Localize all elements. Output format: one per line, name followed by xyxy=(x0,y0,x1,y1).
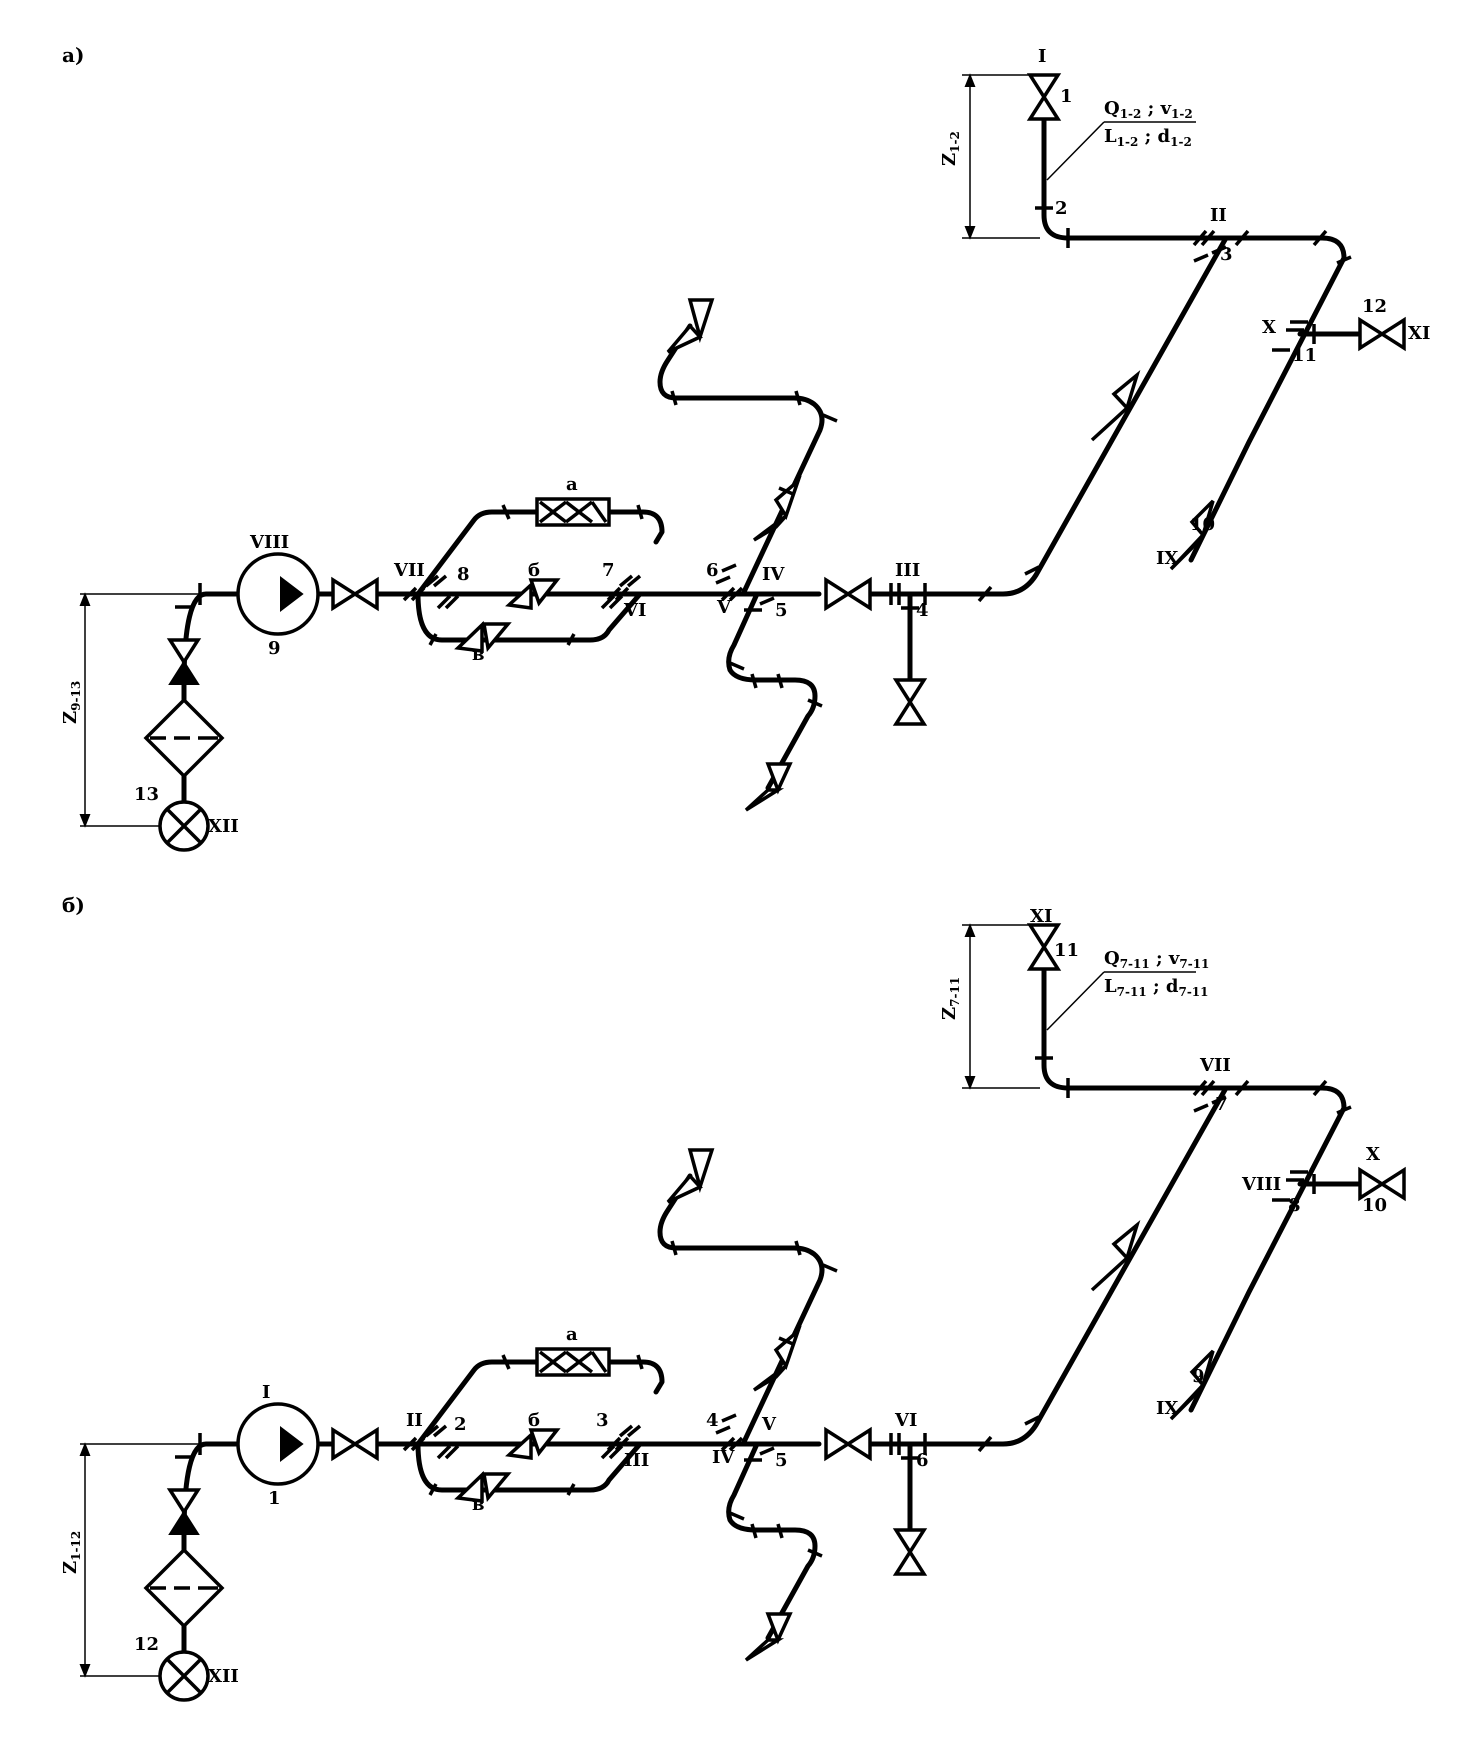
num-pump: 9 xyxy=(268,638,281,659)
num-right-tee: 8 xyxy=(1288,1195,1301,1216)
num-bypass-r: 7 xyxy=(602,560,615,581)
label-top: I xyxy=(1038,46,1046,67)
label-right-tee: VIII xyxy=(1241,1174,1281,1195)
diagram-a: а) I 1 Z1-2 Q1-2 ; v1-2 L1-2 ; d1-2 2 II… xyxy=(60,43,1430,850)
num-bypass-l: 2 xyxy=(454,1414,467,1435)
label-pump: VIII xyxy=(249,532,289,553)
num-term: 10 xyxy=(1190,514,1215,535)
num-bend: 2 xyxy=(1055,198,1068,219)
num-top: 1 xyxy=(1060,86,1073,107)
diagram-letter: б) xyxy=(62,893,85,917)
num-bypass-l: 8 xyxy=(457,564,470,585)
label-r1: II xyxy=(1210,205,1227,226)
num-term: 9 xyxy=(1192,1366,1205,1387)
num-j6: 6 xyxy=(706,560,719,581)
label-bypass-l: II xyxy=(406,1410,423,1431)
label-top: XI xyxy=(1030,906,1052,927)
label-a: а xyxy=(566,1324,578,1345)
label-source: XII xyxy=(208,1666,239,1687)
num-j4: 4 xyxy=(916,600,929,621)
num-source: 12 xyxy=(134,1634,159,1655)
z-bot-letter: Z xyxy=(60,711,81,724)
label-b: б xyxy=(528,1410,540,1431)
label-right-tee: X xyxy=(1262,317,1276,338)
label-bypass-r: III xyxy=(624,1450,649,1471)
num-right-valve: 12 xyxy=(1362,296,1387,317)
label-b: б xyxy=(528,560,540,581)
z-top-sub: 7-11 xyxy=(948,977,962,1007)
z-bot-sub: 1-12 xyxy=(69,1531,83,1561)
scheme-graphic xyxy=(80,75,1404,850)
annotation-line1: Q1-2 ; v1-2 xyxy=(1104,98,1193,121)
num-top: 11 xyxy=(1054,940,1079,961)
label-term: IX xyxy=(1156,548,1178,569)
label-j5: IV xyxy=(762,564,785,585)
z-bot-letter: Z xyxy=(60,1561,81,1574)
label-pump: I xyxy=(262,1382,270,1403)
z-bot-label: Z9-13 xyxy=(60,681,83,724)
z-top-letter: Z xyxy=(939,1007,960,1020)
label-source: XII xyxy=(208,816,239,837)
z-bot-sub: 9-13 xyxy=(69,681,83,711)
z-top-sub: 1-2 xyxy=(948,131,962,153)
annotation-line2: L1-2 ; d1-2 xyxy=(1104,126,1192,149)
num-source: 13 xyxy=(134,784,159,805)
label-r1: VII xyxy=(1199,1055,1231,1076)
z-top-label: Z1-2 xyxy=(939,131,962,166)
z-top-label: Z7-11 xyxy=(939,977,962,1020)
num-r1: 7 xyxy=(1215,1094,1228,1115)
annotation-line2: L7-11 ; d7-11 xyxy=(1104,976,1209,999)
diagram-b: б) XI 11 Z7-11 Q7-11 ; v7-11 L7-11 ; d7-… xyxy=(60,893,1404,1700)
num-j4: 6 xyxy=(916,1450,929,1471)
label-v: в xyxy=(472,1494,485,1515)
label-bypass-r: VI xyxy=(623,600,646,621)
num-pump: 1 xyxy=(268,1488,281,1509)
num-r1: 3 xyxy=(1220,244,1233,265)
label-j4: III xyxy=(895,560,920,581)
num-j5: 5 xyxy=(775,1450,788,1471)
label-v: в xyxy=(472,644,485,665)
scheme-graphic xyxy=(80,925,1404,1700)
num-j5: 5 xyxy=(775,600,788,621)
label-j6: IV xyxy=(712,1447,735,1468)
label-bypass-l: VII xyxy=(393,560,425,581)
label-j6: V xyxy=(716,597,732,618)
label-a: а xyxy=(566,474,578,495)
label-right-valve: XI xyxy=(1408,323,1430,344)
diagram-letter: а) xyxy=(62,43,84,67)
z-top-letter: Z xyxy=(939,153,960,166)
num-right-valve: 10 xyxy=(1362,1195,1387,1216)
z-bot-label: Z1-12 xyxy=(60,1531,83,1574)
num-j6: 4 xyxy=(706,1410,719,1431)
num-right-tee: 11 xyxy=(1292,345,1317,366)
label-j5: V xyxy=(761,1414,777,1435)
label-j4: VI xyxy=(894,1410,917,1431)
num-bypass-r: 3 xyxy=(596,1410,609,1431)
annotation-line1: Q7-11 ; v7-11 xyxy=(1104,948,1209,971)
label-right-valve: X xyxy=(1366,1144,1380,1165)
label-term: IX xyxy=(1156,1398,1178,1419)
